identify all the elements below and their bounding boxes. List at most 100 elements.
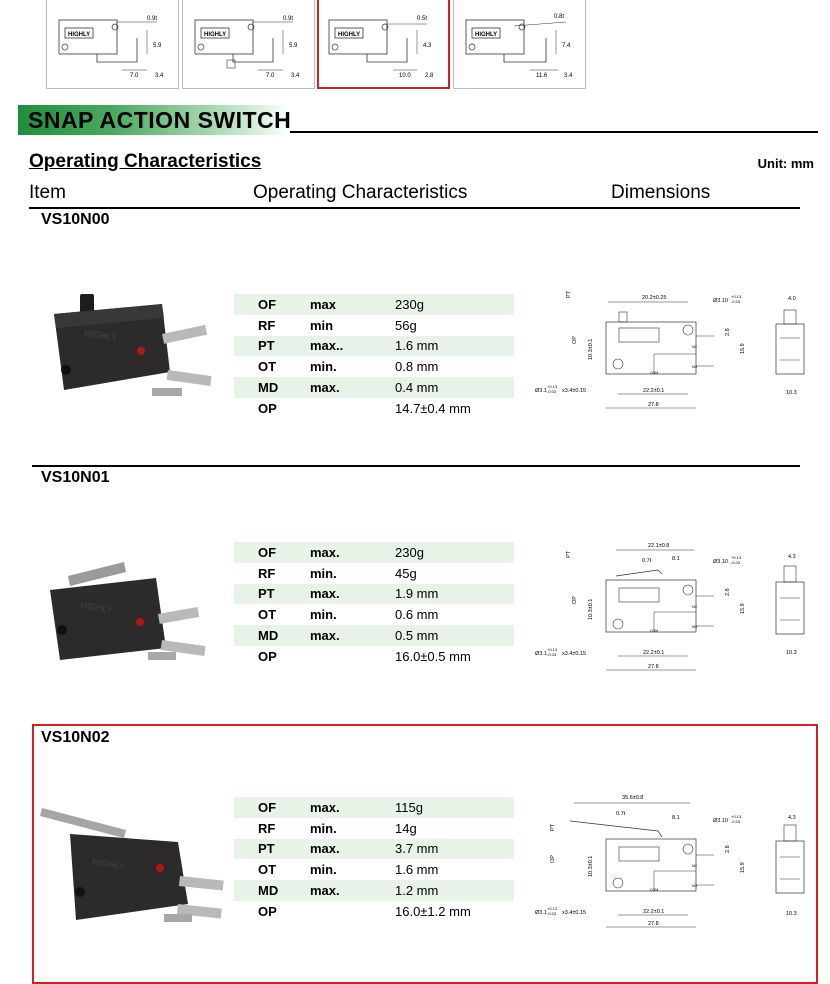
svg-text:OP: OP <box>550 855 556 863</box>
dimension-drawing: 22.1±0.8 0.7t 8.1 PT OP 10.3±0.1 Ø3.10 +… <box>535 543 805 671</box>
svg-text:x3.4±0.15: x3.4±0.15 <box>562 651 586 657</box>
spec-value: 1.9 mm <box>395 583 514 605</box>
svg-text:-0.03: -0.03 <box>547 389 557 394</box>
svg-text:35.6±0.8: 35.6±0.8 <box>622 795 643 801</box>
spec-limit: min. <box>310 862 337 878</box>
svg-text:10.3: 10.3 <box>786 650 797 656</box>
svg-text:11.6: 11.6 <box>536 73 548 79</box>
svg-text:7.0: 7.0 <box>266 73 275 79</box>
svg-text:0.9t: 0.9t <box>147 16 157 22</box>
spec-code: OP <box>258 648 277 664</box>
column-header-characteristics: Operating Characteristics <box>253 182 468 203</box>
spec-limit: min. <box>310 565 337 581</box>
spec-code: PT <box>234 335 310 357</box>
spec-limit: max. <box>310 880 395 901</box>
svg-text:0.5t: 0.5t <box>417 16 427 22</box>
spec-value: 14.7±0.4 mm <box>395 400 471 416</box>
spec-code: OT <box>258 607 277 623</box>
switch-photo: HIGHLY <box>40 808 224 922</box>
thumbnail-1[interactable]: HIGHLY 0.9t 5.9 7.0 3.4 <box>46 0 179 89</box>
spec-code: OT <box>258 359 277 375</box>
svg-text:+0.13: +0.13 <box>547 906 558 911</box>
svg-text:10.0: 10.0 <box>399 73 411 79</box>
svg-text:8.1: 8.1 <box>672 556 680 562</box>
spec-row: RF min. 45g <box>234 563 514 584</box>
svg-text:-0.03: -0.03 <box>731 560 741 565</box>
thumbnail-drawing: HIGHLY 0.9t 5.9 7.0 3.4 <box>194 16 300 79</box>
svg-text:0.7t: 0.7t <box>642 558 652 564</box>
column-header-item: Item <box>29 182 66 203</box>
spec-code: RF <box>258 565 276 581</box>
svg-text:Ø3.1: Ø3.1 <box>535 910 547 916</box>
spec-value: 56g <box>395 317 417 333</box>
svg-text:NO: NO <box>692 884 698 888</box>
svg-text:20.2±0.25: 20.2±0.25 <box>642 295 666 301</box>
svg-text:NC: NC <box>692 605 698 609</box>
svg-text:HIGHLY: HIGHLY <box>68 32 90 38</box>
svg-text:HIGHLY: HIGHLY <box>338 32 360 38</box>
spec-limit: min. <box>310 359 337 375</box>
thumbnail-2[interactable]: HIGHLY 0.9t 5.9 7.0 3.4 <box>182 0 315 89</box>
svg-text:NC: NC <box>692 345 698 349</box>
svg-text:-0.03: -0.03 <box>731 299 741 304</box>
svg-text:10.3±0.1: 10.3±0.1 <box>588 339 594 360</box>
spec-value: 0.8 mm <box>395 359 439 375</box>
svg-text:15.9: 15.9 <box>740 343 746 354</box>
svg-text:27.8: 27.8 <box>648 664 659 670</box>
thumbnail-drawing: HIGHLY 0.9t 5.9 7.0 3.4 <box>58 16 164 79</box>
svg-text:3.4: 3.4 <box>155 73 164 79</box>
svg-text:2.8: 2.8 <box>725 328 731 336</box>
spec-limit: min. <box>310 607 337 623</box>
svg-text:HIGHLY: HIGHLY <box>84 328 118 342</box>
svg-text:NO: NO <box>692 365 698 369</box>
column-header-dimensions: Dimensions <box>611 182 711 203</box>
thumbnail-4[interactable]: HIGHLY 0.8t 7.4 11.6 3.4 <box>453 0 586 89</box>
svg-text:5.9: 5.9 <box>153 43 162 49</box>
switch-photo: HIGHLY <box>50 562 206 660</box>
svg-text:0.7t: 0.7t <box>616 811 626 817</box>
spec-limit: max. <box>310 377 395 398</box>
spec-value: 45g <box>395 565 417 581</box>
svg-text:Ø3.10: Ø3.10 <box>713 559 728 565</box>
svg-text:10.3±0.1: 10.3±0.1 <box>588 856 594 877</box>
svg-text:-0.03: -0.03 <box>547 652 557 657</box>
header-divider <box>29 207 800 209</box>
svg-text:PT: PT <box>566 290 572 298</box>
model-name: VS10N01 <box>41 469 110 486</box>
svg-text:COM: COM <box>650 629 658 633</box>
svg-text:PT: PT <box>566 550 572 558</box>
switch-photo: HIGHLY <box>54 294 212 396</box>
svg-text:22.2±0.1: 22.2±0.1 <box>643 909 664 915</box>
svg-text:NC: NC <box>692 864 698 868</box>
spec-value: 1.2 mm <box>395 880 514 901</box>
spec-row: OT min. 0.8 mm <box>234 356 514 377</box>
svg-text:4.3: 4.3 <box>423 43 432 49</box>
spec-code: OP <box>258 903 277 919</box>
spec-limit: max. <box>310 542 395 563</box>
svg-text:10.3: 10.3 <box>786 911 797 917</box>
thumbnail-drawing: HIGHLY 0.8t 7.4 11.6 3.4 <box>465 14 573 79</box>
thumbnail-drawing: HIGHLY 0.5t 4.3 10.0 2.8 <box>328 16 434 79</box>
spec-limit: max. <box>310 583 395 605</box>
spec-code: PT <box>234 838 310 860</box>
svg-text:COM: COM <box>650 888 658 892</box>
svg-text:Ø3.10: Ø3.10 <box>713 818 728 824</box>
svg-text:HIGHLY: HIGHLY <box>204 32 226 38</box>
thumbnail-3-selected[interactable]: HIGHLY 0.5t 4.3 10.0 2.8 <box>317 0 450 89</box>
model-name: VS10N00 <box>41 211 110 228</box>
spec-limit <box>310 398 395 419</box>
svg-text:4.3: 4.3 <box>788 554 796 560</box>
spec-value: 0.4 mm <box>395 377 514 398</box>
spec-value: 230g <box>395 294 514 315</box>
svg-text:+0.13: +0.13 <box>547 384 558 389</box>
svg-text:Ø3.1: Ø3.1 <box>535 651 547 657</box>
